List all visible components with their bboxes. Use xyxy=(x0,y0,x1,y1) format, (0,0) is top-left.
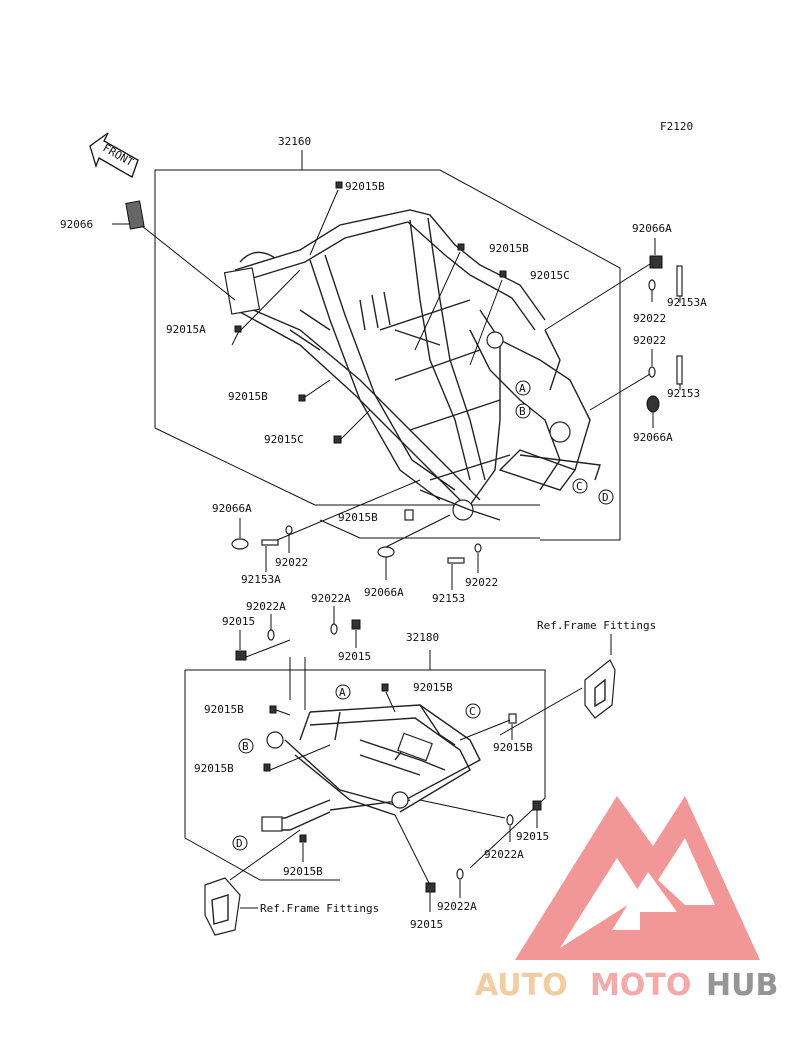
callout-d: D xyxy=(598,489,614,505)
label-92015-2: 92015 xyxy=(338,650,371,663)
rear-frame-bracket xyxy=(184,650,546,881)
washer-icon xyxy=(267,629,275,641)
watermark-moto: MOTO xyxy=(590,968,691,1003)
label-92015B-mid: 92015B xyxy=(489,242,529,255)
label-92022A-3: 92022A xyxy=(484,848,524,861)
assembly-rear-frame-label: 32180 xyxy=(406,631,439,644)
label-92015B-r3: 92015B xyxy=(194,762,234,775)
callout-b: B xyxy=(238,738,254,754)
automotohub-logo: AUTO MOTO HUB xyxy=(475,796,778,1003)
callout-a: A xyxy=(335,684,351,700)
bolt-icon xyxy=(508,713,517,724)
svg-text:B: B xyxy=(242,740,249,753)
nut-icon xyxy=(425,882,436,893)
bolt-icon xyxy=(299,834,307,843)
bolt-icon xyxy=(457,243,465,251)
bolt-icon xyxy=(269,705,277,714)
rear-frame-illustration xyxy=(261,704,481,832)
watermark-auto: AUTO xyxy=(475,968,568,1003)
label-92022A-1: 92022A xyxy=(246,600,286,613)
ref-frame-fittings-right: Ref.Frame Fittings xyxy=(537,619,656,632)
label-92015B-r1: 92015B xyxy=(204,703,244,716)
label-92066A-r1: 92066A xyxy=(632,222,672,235)
label-92015B-r5: 92015B xyxy=(283,865,323,878)
label-92015-1: 92015 xyxy=(222,615,255,628)
nut-icon xyxy=(532,800,542,811)
label-92153A-r: 92153A xyxy=(667,296,707,309)
washer-icon xyxy=(648,279,656,291)
label-92153-b: 92153 xyxy=(432,592,465,605)
svg-text:A: A xyxy=(519,382,526,395)
label-92022A-2: 92022A xyxy=(311,592,351,605)
bolt-icon xyxy=(676,355,683,385)
label-92015A: 92015A xyxy=(166,323,206,336)
bolt-icon xyxy=(335,181,343,189)
label-92022-r2: 92022 xyxy=(633,334,666,347)
label-92066A-r2: 92066A xyxy=(633,431,673,444)
label-92015-3: 92015 xyxy=(516,830,549,843)
washer-icon xyxy=(648,366,656,378)
front-arrow-icon: FRONT xyxy=(89,132,139,178)
svg-text:C: C xyxy=(576,480,583,493)
callout-c: C xyxy=(572,478,588,494)
label-92022-l: 92022 xyxy=(275,556,308,569)
bolt-icon xyxy=(447,557,465,564)
svg-text:B: B xyxy=(519,405,526,418)
washer-icon xyxy=(330,623,338,635)
ref-frame-fittings-left: Ref.Frame Fittings xyxy=(260,902,379,915)
label-92015C-top: 92015C xyxy=(530,269,570,282)
watermark-hub: HUB xyxy=(706,968,778,1003)
washer-icon xyxy=(474,543,482,553)
cap-icon xyxy=(649,255,663,269)
callout-c: C xyxy=(465,703,481,719)
label-92015B-r2: 92015B xyxy=(413,681,453,694)
svg-text:A: A xyxy=(339,686,346,699)
label-92015B-r4: 92015B xyxy=(493,741,533,754)
label-92066: 92066 xyxy=(60,218,93,231)
bolt-icon xyxy=(499,270,507,278)
label-92022-b: 92022 xyxy=(465,576,498,589)
label-92015B-bot: 92015B xyxy=(338,511,378,524)
bolt-icon xyxy=(298,394,306,402)
main-frame-illustration xyxy=(223,209,601,521)
bolt-icon xyxy=(404,509,414,521)
figure-code: F2120 xyxy=(660,120,693,133)
bolt-icon xyxy=(676,265,683,297)
callout-a: A xyxy=(515,380,531,396)
label-92015B-top: 92015B xyxy=(345,180,385,193)
bolt-icon xyxy=(263,763,271,772)
nut-icon xyxy=(235,650,247,661)
label-92022-r1: 92022 xyxy=(633,312,666,325)
callout-b: B xyxy=(515,403,531,419)
main-frame-bracket xyxy=(154,150,621,541)
part-92066-icon xyxy=(125,200,236,301)
label-92066A-l: 92066A xyxy=(212,502,252,515)
bolt-icon xyxy=(261,539,279,546)
washer-icon xyxy=(285,525,293,535)
washer-icon xyxy=(506,814,514,826)
label-92153A-l: 92153A xyxy=(241,573,281,586)
svg-text:C: C xyxy=(469,705,476,718)
svg-text:D: D xyxy=(602,491,609,504)
washer-icon xyxy=(456,868,464,880)
callout-d: D xyxy=(232,835,248,851)
cap-icon xyxy=(646,395,660,413)
bolt-icon xyxy=(234,325,242,333)
bolt-icon xyxy=(381,683,389,692)
label-92015C-left: 92015C xyxy=(264,433,304,446)
assembly-main-frame-label: 32160 xyxy=(278,135,311,148)
label-92015B-left: 92015B xyxy=(228,390,268,403)
nut-icon xyxy=(351,619,361,630)
frame-fitting-right-icon xyxy=(499,659,616,736)
label-92066A-b: 92066A xyxy=(364,586,404,599)
label-92022A-4: 92022A xyxy=(437,900,477,913)
cap-icon xyxy=(377,546,395,558)
label-92015-4: 92015 xyxy=(410,918,443,931)
cap-icon xyxy=(231,538,249,550)
svg-text:D: D xyxy=(236,837,243,850)
label-92153-r: 92153 xyxy=(667,387,700,400)
frame-fitting-left-icon xyxy=(204,829,301,936)
